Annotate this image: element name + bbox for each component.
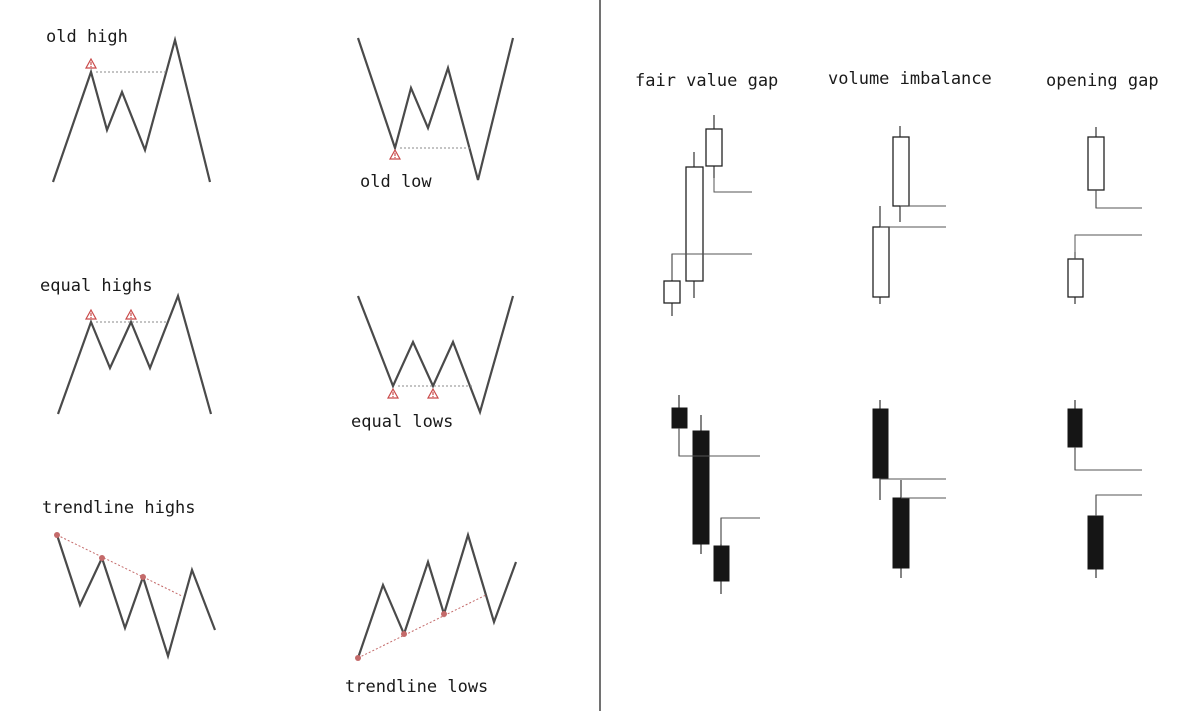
bullish-candle (663, 280, 681, 304)
trendline-lows-touch-point (401, 631, 407, 637)
trendline-highs-touch-point (140, 574, 146, 580)
fvg-lower-boundary (720, 517, 760, 544)
bearish-candle (692, 430, 710, 545)
opening-gap-bearish (1067, 400, 1142, 578)
bullish-candle (1067, 258, 1084, 298)
bearish-candle (892, 497, 910, 569)
fair-value-gap-bullish (663, 115, 752, 316)
warning-triangle-icon (85, 309, 97, 320)
volume-imbalance-bearish (872, 400, 946, 578)
bullish-candle (1087, 136, 1105, 191)
warning-triangle-icon (85, 58, 97, 69)
og-upper-boundary (1095, 190, 1142, 209)
trendline-lows-label: trendline lows (345, 677, 488, 697)
trendline-highs-line (56, 534, 183, 597)
bullish-candle (892, 136, 910, 207)
trendline-lows-touch-point (441, 611, 447, 617)
bearish-candle (1087, 515, 1104, 570)
volume-imbalance-bullish (872, 126, 946, 304)
trendline-highs-touch-point (54, 532, 60, 538)
bearish-candle (713, 545, 730, 582)
opening-gap-label: opening gap (1046, 71, 1159, 91)
old-high-price-path (51, 35, 212, 183)
fvg-lower-boundary (671, 253, 752, 280)
trendline-highs-touch-point (99, 555, 105, 561)
og-lower-boundary (1074, 234, 1142, 259)
og-upper-boundary (1074, 447, 1142, 471)
old-low-price-path (356, 37, 515, 181)
trendline-lows-touch-point (355, 655, 361, 661)
old-low-label: old low (360, 172, 432, 192)
bearish-candle (1067, 408, 1083, 448)
equal-lows-price-path (356, 295, 515, 416)
opening-gap-bullish (1067, 127, 1142, 304)
equal-lows-label: equal lows (351, 412, 453, 432)
warning-triangle-icon (387, 388, 399, 399)
bullish-candle (705, 128, 723, 167)
trendline-highs-price-path (55, 534, 217, 660)
bearish-candle (671, 407, 688, 429)
warning-triangle-icon (427, 388, 439, 399)
volume-imbalance-label: volume imbalance (828, 69, 992, 89)
equal-highs-pattern: equal highs (40, 276, 213, 415)
bearish-candle (872, 408, 889, 479)
warning-triangle-icon (389, 149, 401, 160)
equal-lows-pattern: equal lows (351, 295, 515, 432)
trendline-lows-pattern: trendline lows (345, 531, 518, 697)
fvg-upper-boundary (713, 178, 752, 193)
equal-highs-label: equal highs (40, 276, 153, 296)
trendline-lows-price-path (356, 531, 518, 659)
old-high-pattern: old high (46, 27, 212, 183)
fair-value-gap-bearish (671, 395, 760, 594)
bullish-candle (685, 166, 704, 282)
bullish-candle (872, 226, 890, 298)
trendline-highs-label: trendline highs (42, 498, 196, 518)
fvg-upper-boundary (678, 428, 760, 457)
old-high-label: old high (46, 27, 128, 47)
equal-highs-price-path (56, 292, 213, 415)
trendline-highs-pattern: trendline highs (42, 498, 217, 660)
fair-value-gap-label: fair value gap (635, 71, 778, 91)
og-lower-boundary (1095, 494, 1142, 516)
warning-triangle-icon (125, 309, 137, 320)
old-low-pattern: old low (356, 37, 515, 192)
